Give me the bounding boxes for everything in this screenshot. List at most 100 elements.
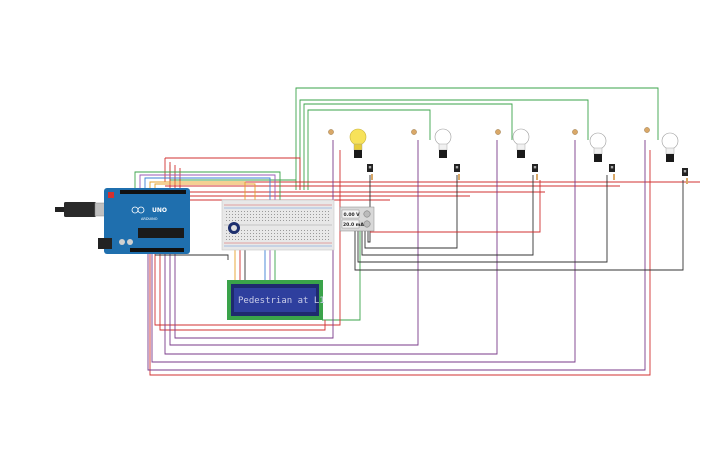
breadboard-hole — [301, 220, 302, 221]
breadboard-hole — [289, 230, 290, 231]
breadboard-hole — [259, 217, 260, 218]
wire-purple-4 — [169, 140, 419, 346]
breadboard-hole — [274, 220, 275, 221]
breadboard-hole — [313, 230, 314, 231]
breadboard-hole — [256, 230, 257, 231]
power-jack — [98, 238, 112, 249]
breadboard-hole — [280, 211, 281, 212]
breadboard-hole — [268, 233, 269, 234]
breadboard-hole — [319, 236, 320, 237]
breadboard-hole — [319, 217, 320, 218]
bulb-socket — [354, 150, 362, 158]
breadboard-hole — [289, 239, 290, 240]
breadboard-hole — [286, 214, 287, 215]
breadboard-hole — [298, 239, 299, 240]
breadboard-hole — [262, 217, 263, 218]
breadboard[interactable] — [221, 199, 335, 251]
breadboard-hole — [310, 214, 311, 215]
breadboard-hole — [316, 217, 317, 218]
breadboard-hole — [238, 236, 239, 237]
breadboard-hole — [292, 230, 293, 231]
lamp-assembly-4[interactable] — [572, 129, 615, 180]
breadboard-hole — [244, 217, 245, 218]
breadboard-hole — [253, 239, 254, 240]
breadboard-hole — [256, 211, 257, 212]
switch-toggle-icon[interactable] — [455, 166, 459, 169]
breadboard-hole — [325, 217, 326, 218]
multimeter-dial-top-icon[interactable] — [363, 210, 371, 218]
breadboard-hole — [325, 236, 326, 237]
breadboard-hole — [295, 233, 296, 234]
breadboard-hole — [319, 230, 320, 231]
breadboard-hole — [304, 239, 305, 240]
multimeter[interactable]: 0.00 V 20.0 mA — [339, 206, 375, 232]
lamp-group — [328, 127, 688, 184]
switch-resistor — [613, 174, 615, 180]
breadboard-hole — [265, 217, 266, 218]
lamp-assembly-2[interactable] — [411, 128, 460, 180]
resistor[interactable] — [495, 129, 501, 135]
breadboard-hole — [325, 230, 326, 231]
breadboard-hole — [328, 236, 329, 237]
switch-toggle-icon[interactable] — [683, 170, 687, 173]
switch-toggle-icon[interactable] — [610, 166, 614, 169]
breadboard-hole — [313, 233, 314, 234]
breadboard-hole — [301, 236, 302, 237]
breadboard-hole — [295, 217, 296, 218]
switch-toggle-icon[interactable] — [533, 166, 537, 169]
breadboard-hole — [301, 217, 302, 218]
breadboard-hole — [304, 217, 305, 218]
breadboard-hole — [271, 236, 272, 237]
breadboard-hole — [310, 220, 311, 221]
breadboard-hole — [310, 236, 311, 237]
switch-resistor — [536, 174, 538, 180]
breadboard-hole — [226, 220, 227, 221]
microcontroller-chip — [138, 228, 184, 238]
breadboard-hole — [226, 214, 227, 215]
breadboard-hole — [277, 233, 278, 234]
breadboard-hole — [280, 217, 281, 218]
resistor[interactable] — [644, 127, 650, 133]
breadboard-hole — [328, 214, 329, 215]
multimeter-dial-bottom-icon[interactable] — [363, 220, 371, 228]
lamp-assembly-3[interactable] — [495, 128, 538, 180]
resistor[interactable] — [411, 129, 417, 135]
breadboard-hole — [322, 236, 323, 237]
breadboard-hole — [229, 233, 230, 234]
bulb-neck — [665, 147, 675, 155]
lamp-assembly-1[interactable] — [328, 128, 373, 180]
arduino-board[interactable]: UNO ARDUINO — [55, 188, 190, 254]
breadboard-hole — [238, 217, 239, 218]
breadboard-hole — [325, 220, 326, 221]
breadboard-hole — [310, 230, 311, 231]
breadboard-hole — [313, 217, 314, 218]
potentiometer-knob-icon — [231, 225, 237, 231]
breadboard-hole — [274, 239, 275, 240]
breadboard-hole — [226, 236, 227, 237]
switch-toggle-icon[interactable] — [368, 166, 372, 169]
wire-green-3 — [303, 103, 513, 190]
breadboard-hole — [301, 214, 302, 215]
breadboard-hole — [226, 239, 227, 240]
bulb-socket — [666, 154, 674, 162]
wire-black-board — [155, 254, 229, 260]
usb-cable — [55, 207, 67, 212]
breadboard-hole — [280, 236, 281, 237]
breadboard-hole — [292, 233, 293, 234]
resistor[interactable] — [328, 129, 334, 135]
lcd-display[interactable]: Pedestrian at L1 — [227, 280, 325, 320]
breadboard-hole — [277, 236, 278, 237]
bulb-icon — [349, 128, 367, 146]
breadboard-hole — [316, 236, 317, 237]
switch-resistor — [371, 174, 373, 180]
lcd-screen — [234, 288, 316, 312]
breadboard-hole — [274, 233, 275, 234]
resistor[interactable] — [572, 129, 578, 135]
breadboard-hole — [319, 220, 320, 221]
reset-button[interactable] — [108, 192, 114, 198]
lamp-assembly-5[interactable] — [644, 127, 688, 184]
breadboard-hole — [259, 211, 260, 212]
breadboard-hole — [253, 233, 254, 234]
breadboard-hole — [271, 220, 272, 221]
